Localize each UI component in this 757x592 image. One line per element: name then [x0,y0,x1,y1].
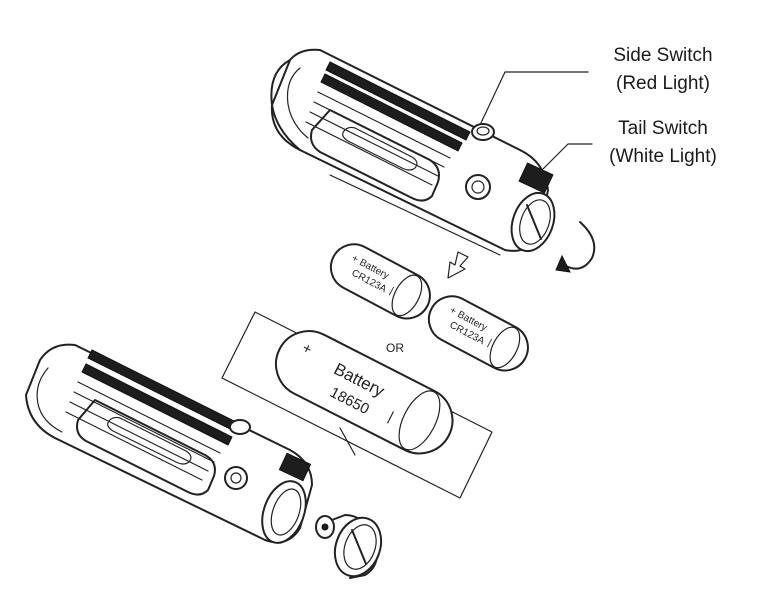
flashlight-bottom-body [25,343,313,544]
side-switch-button-bottom [229,419,251,435]
flashlight-top-head [270,59,301,151]
flashlight-bottom-side-knob [224,466,248,490]
tail-switch-leader-line [539,143,593,173]
battery-cr123a-1: + Battery CR123A | [329,243,431,320]
flashlight-bottom [25,343,313,544]
flashlight-bottom-open-tube [261,480,307,544]
battery-cr123a-2: + Battery CR123A | [427,295,529,372]
battery-cr123a-2-plus: + [448,305,458,318]
flashlight-bottom-grip-ribs [65,349,241,481]
battery-cr123a-1-plus: + [350,253,360,266]
flashlight-bottom-clip-slot [107,416,192,465]
flashlight-top [270,48,556,256]
tail-switch-title: Tail Switch [618,118,708,139]
side-switch-title: Side Switch [613,45,713,66]
battery-18650: + Battery 18650 | [274,330,454,455]
insert-arrow-icon [447,251,469,279]
side-switch-button[interactable] [471,123,495,141]
battery-cr123a-1-body [329,243,431,320]
flashlight-top-clip [310,109,440,202]
flashlight-top-clip-slot [342,126,418,171]
flashlight-top-side-knob [465,174,491,200]
flashlight-top-grip-ribs [305,61,471,186]
battery-cr123a-2-minus: | [486,338,493,349]
battery-cr123a-1-minus: | [388,286,395,297]
removed-tail-cap [315,514,383,579]
side-switch-leader-line [479,71,589,126]
side-switch-callout: Side Switch (Red Light) [588,42,738,98]
battery-18650-minus: | [386,408,397,424]
callout-leader-lines [479,71,593,173]
flashlight-top-bottom-rib [329,174,501,256]
tail-switch-subtitle: (White Light) [609,146,717,167]
flashlight-bottom-clip [76,399,216,496]
battery-18650-body [274,330,454,455]
tail-switch-callout: Tail Switch (White Light) [588,115,738,171]
tail-switch-block [518,162,554,194]
side-switch-subtitle: (Red Light) [616,73,710,94]
rotate-cap-arrow-icon [555,221,596,273]
tail-cap-slot [526,204,542,240]
battery-cr123a-2-body [427,295,529,372]
or-label: OR [386,341,404,355]
tail-cap-face-slot [351,529,367,565]
tail-switch-block-bottom [278,452,312,482]
